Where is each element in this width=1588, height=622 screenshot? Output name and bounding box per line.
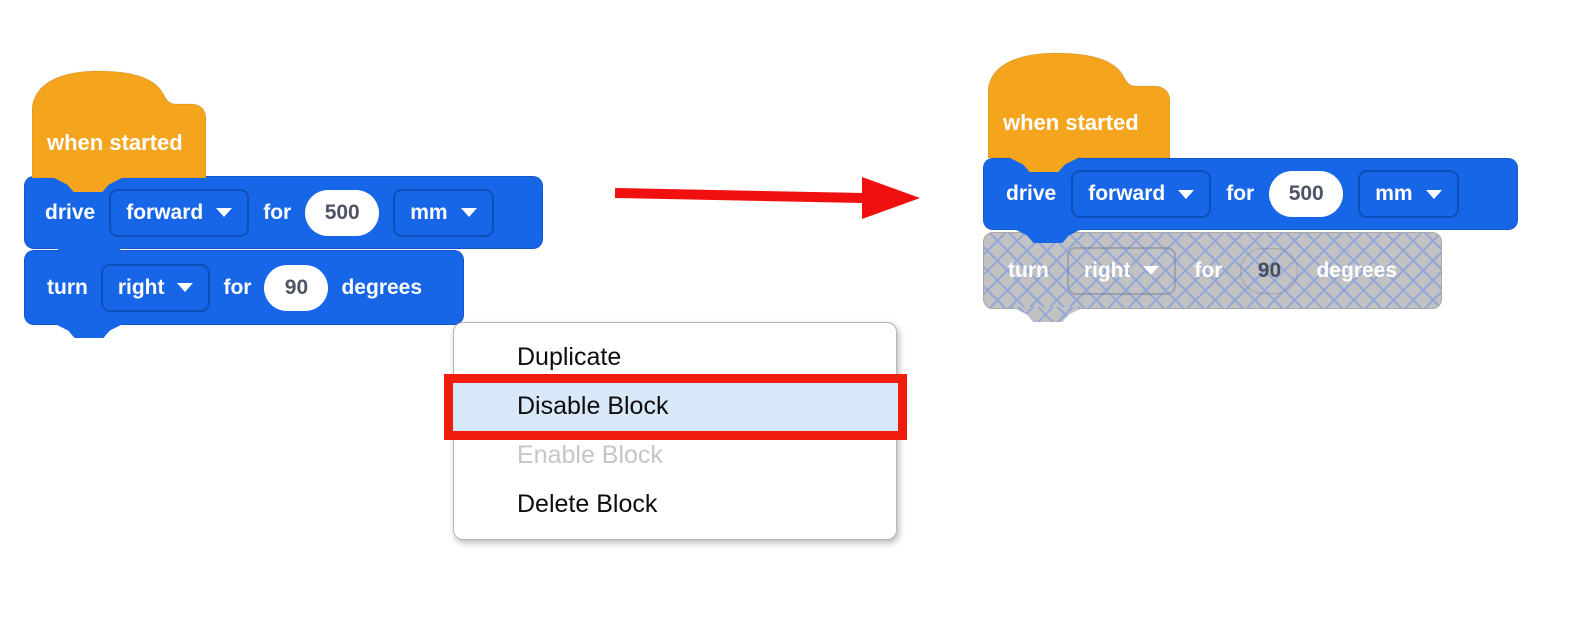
selection-highlight-box xyxy=(444,374,907,440)
turn-verb-label: turn xyxy=(1008,258,1049,282)
block-connector-tab xyxy=(53,323,125,338)
when-started-hat-block[interactable]: when started xyxy=(32,68,206,192)
drive-block[interactable]: drive forward for 500 mm xyxy=(983,158,1518,243)
caret-down-icon xyxy=(460,208,477,217)
menu-item-delete-block[interactable]: Delete Block xyxy=(517,490,658,518)
turn-angle-value: 90 xyxy=(284,275,309,299)
turn-angle-value: 90 xyxy=(1257,258,1282,282)
drive-distance-input[interactable]: 500 xyxy=(1269,171,1344,217)
drive-unit-dropdown[interactable]: mm xyxy=(393,188,494,237)
context-menu: Duplicate Disable Block Enable Block Del… xyxy=(444,322,907,540)
turn-verb-label: turn xyxy=(47,275,88,299)
turn-block-disabled[interactable]: turn right for 90 degrees xyxy=(983,232,1442,322)
for-label: for xyxy=(1226,182,1255,205)
drive-unit-value: mm xyxy=(410,200,448,224)
caret-down-icon xyxy=(1143,266,1160,275)
drive-direction-dropdown[interactable]: forward xyxy=(1071,170,1212,218)
degrees-label: degrees xyxy=(341,275,423,299)
drive-distance-value: 500 xyxy=(1288,182,1324,205)
when-started-hat-block[interactable]: when started xyxy=(988,50,1170,172)
degrees-label: degrees xyxy=(1316,258,1398,282)
drive-distance-value: 500 xyxy=(324,200,360,224)
turn-angle-input[interactable]: 90 xyxy=(1240,247,1299,294)
drive-block[interactable]: drive forward for 500 mm xyxy=(24,176,543,262)
menu-item-duplicate[interactable]: Duplicate xyxy=(517,343,622,371)
drive-direction-value: forward xyxy=(1088,182,1166,205)
drive-verb-label: drive xyxy=(1006,182,1057,205)
menu-item-disable-block[interactable]: Disable Block xyxy=(517,392,669,420)
for-label: for xyxy=(263,200,292,224)
transition-arrow xyxy=(614,177,920,219)
drive-distance-input[interactable]: 500 xyxy=(305,189,380,236)
caret-down-icon xyxy=(1425,189,1442,199)
drive-unit-dropdown[interactable]: mm xyxy=(1358,170,1459,218)
turn-direction-dropdown[interactable]: right xyxy=(100,263,211,312)
drive-verb-label: drive xyxy=(45,200,96,224)
for-label: for xyxy=(223,275,252,299)
drive-direction-value: forward xyxy=(126,200,204,224)
hat-block-shape xyxy=(32,70,206,178)
drive-direction-dropdown[interactable]: forward xyxy=(109,188,250,237)
for-label: for xyxy=(1194,258,1223,282)
drive-unit-value: mm xyxy=(1375,182,1413,205)
hat-label: when started xyxy=(47,130,183,155)
hat-block-shape xyxy=(988,52,1170,158)
turn-direction-dropdown[interactable]: right xyxy=(1066,246,1177,295)
block-connector-tab xyxy=(1012,307,1084,322)
caret-down-icon xyxy=(1178,189,1195,199)
turn-direction-value: right xyxy=(117,275,165,299)
hat-label: when started xyxy=(1003,110,1139,135)
caret-down-icon xyxy=(177,283,194,292)
turn-angle-input[interactable]: 90 xyxy=(264,264,329,311)
turn-direction-value: right xyxy=(1083,258,1131,282)
menu-item-enable-block: Enable Block xyxy=(517,441,663,469)
caret-down-icon xyxy=(216,208,233,217)
